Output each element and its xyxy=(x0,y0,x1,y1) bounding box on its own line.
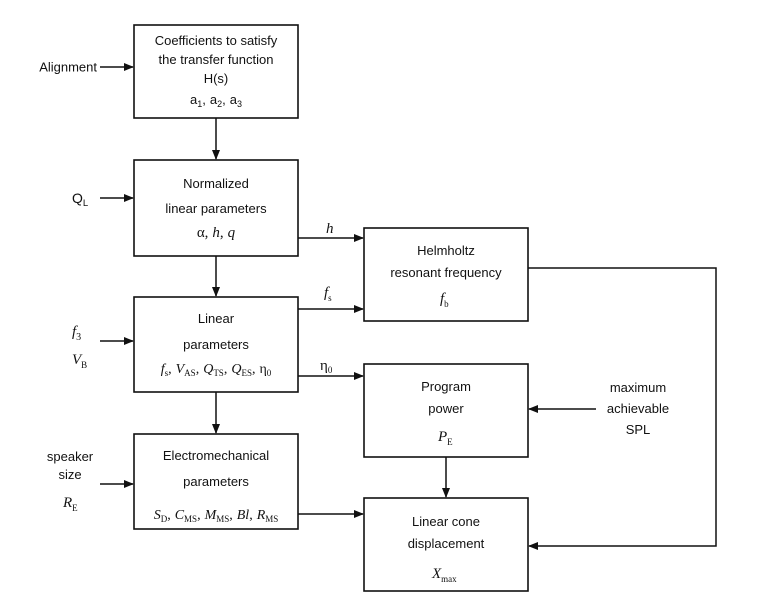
helmholtz-box xyxy=(363,227,529,322)
normalized-title-line1: Normalized xyxy=(183,176,249,191)
program-power-box xyxy=(363,363,529,458)
coefficients-box xyxy=(133,24,299,119)
arrow-helmholtz-to-cone xyxy=(528,267,717,550)
normalized-parameters-box xyxy=(133,159,299,257)
electromechanical-title-line1: Electromechanical xyxy=(163,448,269,463)
cone-displacement-box xyxy=(363,497,529,592)
electromechanical-title-line2: parameters xyxy=(183,474,249,489)
alignment-label: Alignment xyxy=(39,60,97,75)
ql-label: QL xyxy=(72,190,88,209)
re-label: RE xyxy=(62,495,78,513)
coefficients-list: a1,a2,a3 xyxy=(190,92,242,109)
cone-xmax-label: Xmax xyxy=(431,566,457,584)
cone-title-line1: Linear cone xyxy=(412,514,480,529)
vb-label: VB xyxy=(72,352,87,370)
coefficients-transfer-function: H(s) xyxy=(204,71,229,86)
f3-label: f3 xyxy=(72,324,81,343)
linear-parameter-list: fs,VAS,QTS,QES,η0 xyxy=(161,362,272,378)
program-power-title-line2: power xyxy=(428,401,464,416)
electromechanical-parameter-list: SD,CMS,MMS,Bl,RMS xyxy=(154,508,279,524)
coefficients-title-line1: Coefficients to satisfy xyxy=(155,33,278,48)
max-spl-label-line2: achievable xyxy=(607,401,669,416)
linear-title-line2: parameters xyxy=(183,337,249,352)
edge-label-h: h xyxy=(326,221,334,237)
edge-label-eta0: η0 xyxy=(320,358,333,375)
cone-title-line2: displacement xyxy=(408,536,485,551)
edge-label-fs: fs xyxy=(324,285,332,303)
coefficients-title-line2: the transfer function xyxy=(159,52,274,67)
program-power-pe-label: PE xyxy=(437,429,453,447)
helmholtz-title-line1: Helmholtz xyxy=(417,243,475,258)
linear-title-line1: Linear xyxy=(198,311,235,326)
normalized-parameter-list: α,h,q xyxy=(197,225,236,241)
electromechanical-parameters-box xyxy=(133,433,299,530)
max-spl-label-line1: maximum xyxy=(610,380,666,395)
helmholtz-fb-label: fb xyxy=(440,291,449,309)
helmholtz-title-line2: resonant frequency xyxy=(390,265,502,280)
max-spl-label-line3: SPL xyxy=(626,422,651,437)
speaker-size-label-line1: speaker xyxy=(47,449,94,464)
linear-parameters-box xyxy=(133,296,299,393)
program-power-title-line1: Program xyxy=(421,379,471,394)
speaker-size-label-line2: size xyxy=(58,467,81,482)
normalized-title-line2: linear parameters xyxy=(165,201,267,216)
